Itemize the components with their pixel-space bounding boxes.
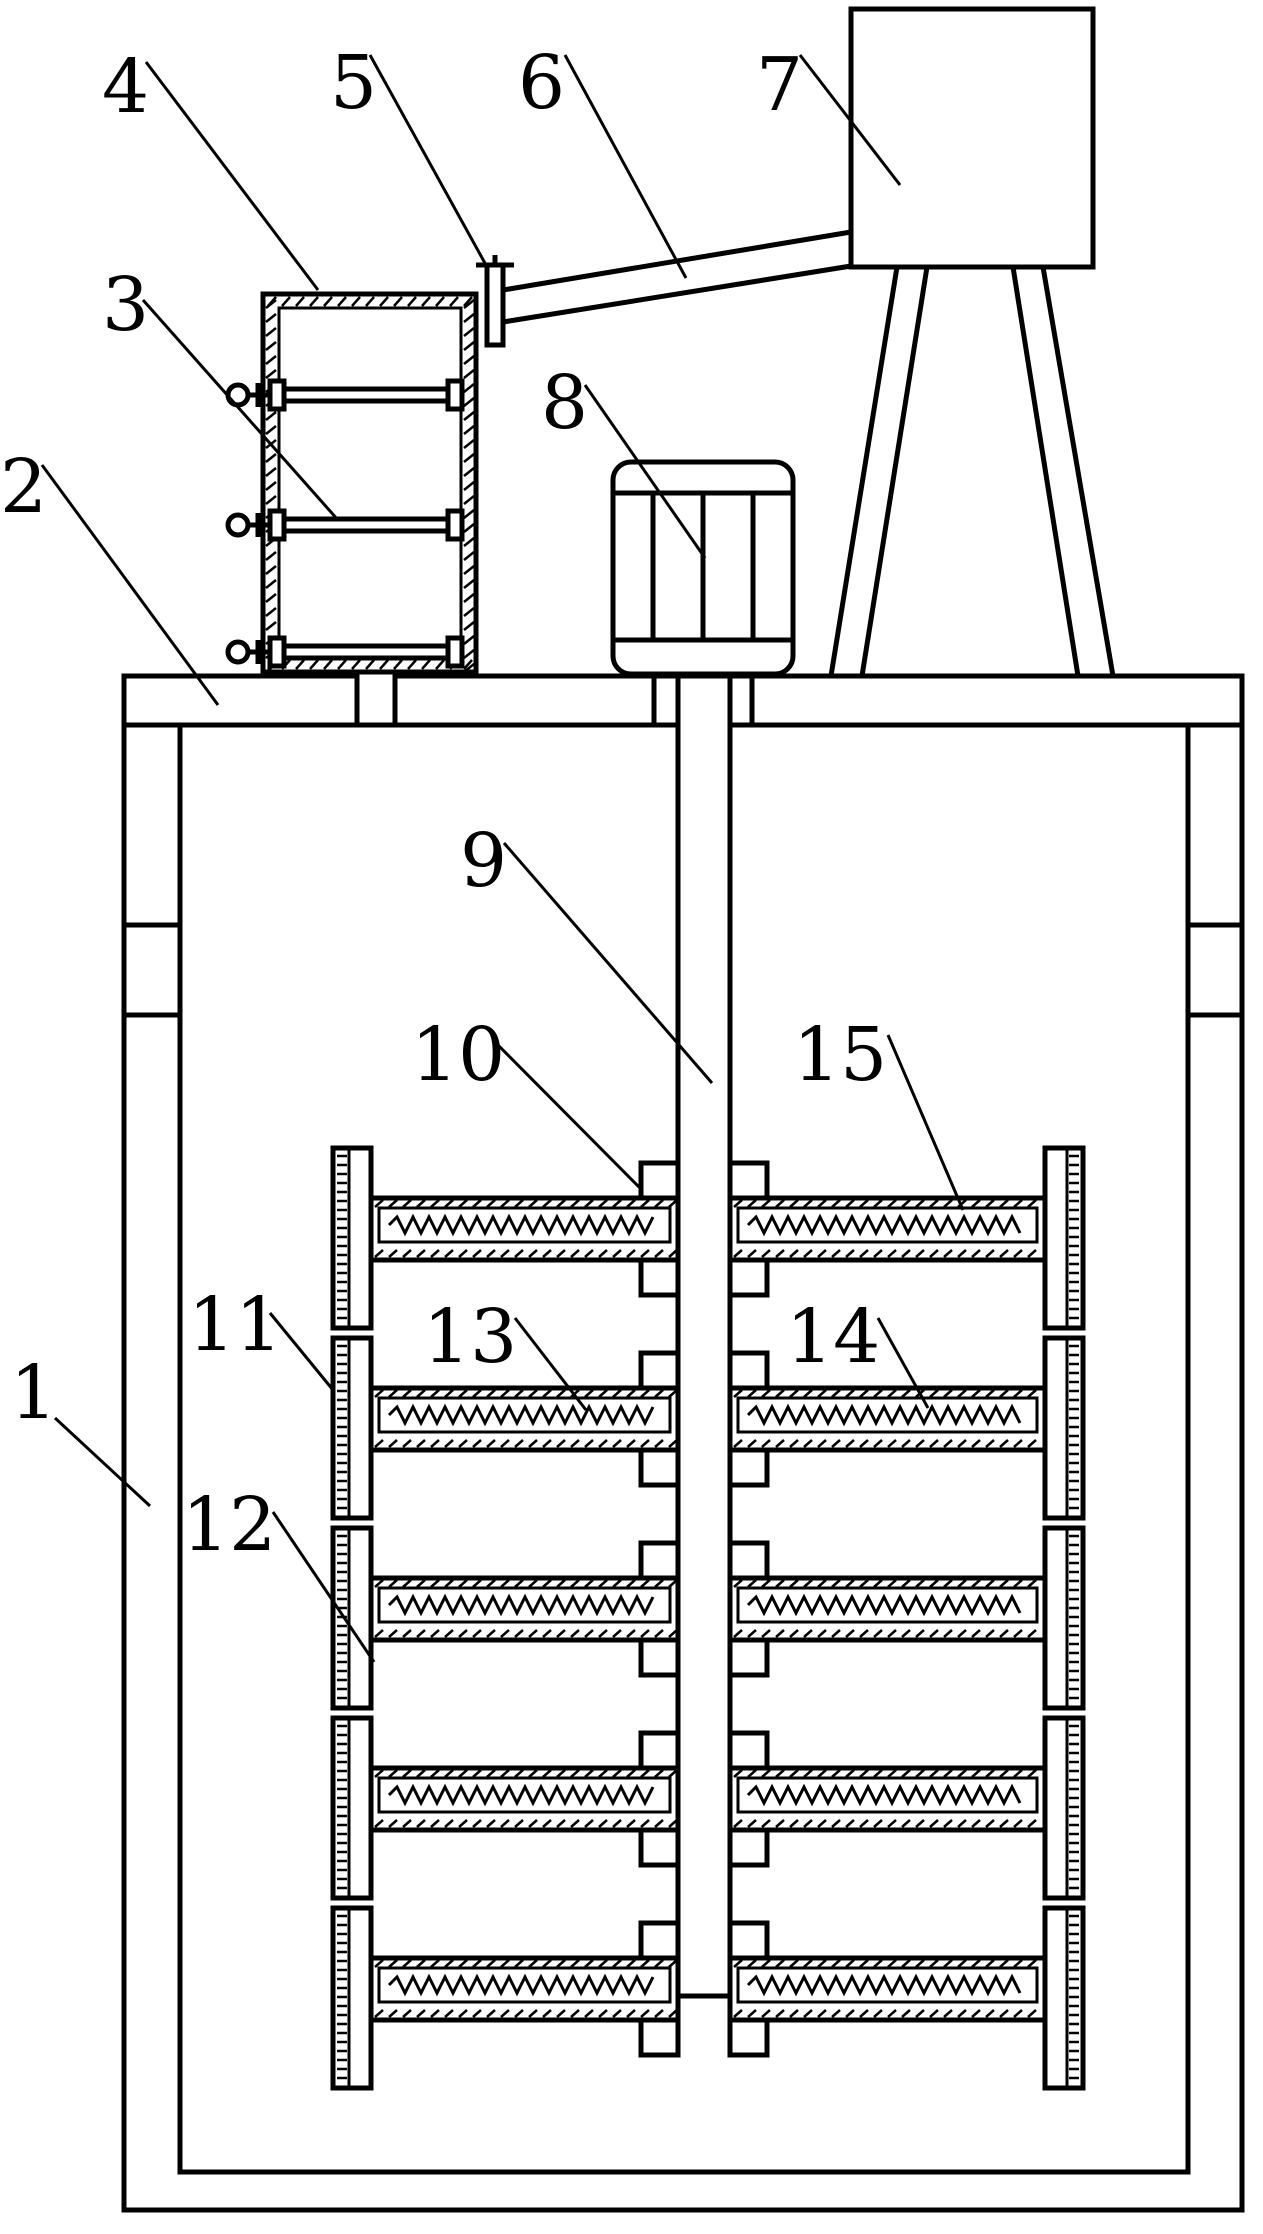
hub-block <box>727 1920 770 1961</box>
spring <box>387 1213 655 1237</box>
label-15: 15 <box>793 1012 887 1098</box>
label-4: 4 <box>102 44 149 130</box>
valve-rod <box>225 508 465 542</box>
spring <box>746 1593 1022 1617</box>
motor <box>610 459 796 677</box>
hub-block <box>727 1827 770 1868</box>
rotor-row <box>330 1525 1086 1711</box>
shaft <box>651 673 755 1999</box>
hub-block <box>727 1160 770 1201</box>
rotor-row <box>330 1145 1086 1331</box>
spring <box>746 1403 1022 1427</box>
hub-block <box>638 1920 681 1961</box>
spring <box>387 1403 655 1427</box>
hub-block <box>638 1540 681 1581</box>
reference-labels: 4 5 6 7 3 2 8 9 10 15 11 13 14 1 12 <box>0 40 887 1568</box>
leader-lines <box>40 54 965 1663</box>
valve-rod <box>225 635 465 669</box>
valve-rod <box>225 378 465 412</box>
spring <box>387 1783 655 1807</box>
label-14: 14 <box>786 1294 880 1380</box>
valve-rods <box>225 378 465 669</box>
label-10: 10 <box>411 1012 505 1098</box>
label-1: 1 <box>10 1350 57 1436</box>
spring <box>746 1783 1022 1807</box>
hub-block <box>638 1257 681 1298</box>
hub-block <box>727 1637 770 1678</box>
tank-stand <box>828 266 1116 677</box>
rotor-assemblies <box>330 1145 1086 2091</box>
label-6: 6 <box>518 40 565 126</box>
label-9: 9 <box>460 818 507 904</box>
hub-block <box>638 2017 681 2058</box>
valve-handle-icon <box>225 512 251 538</box>
spring <box>387 1593 655 1617</box>
rotor-row <box>330 1715 1086 1901</box>
valve-handle-icon <box>225 639 251 665</box>
scraper-plate <box>1042 1335 1086 1521</box>
label-5: 5 <box>330 40 377 126</box>
hub-block <box>727 1540 770 1581</box>
hub-block <box>638 1637 681 1678</box>
hub-block <box>727 1257 770 1298</box>
rotor-row <box>330 1905 1086 2091</box>
hub-block <box>638 1447 681 1488</box>
spring <box>746 1213 1022 1237</box>
valve-handle-icon <box>225 382 251 408</box>
label-3: 3 <box>102 262 149 348</box>
spring <box>746 1973 1022 1997</box>
feed-box <box>260 291 479 728</box>
label-11: 11 <box>188 1282 282 1368</box>
label-13: 13 <box>423 1294 517 1380</box>
label-7: 7 <box>756 42 803 128</box>
hub-block <box>638 1730 681 1771</box>
hub-block <box>638 1350 681 1391</box>
hub-block <box>727 1447 770 1488</box>
label-8: 8 <box>541 360 588 446</box>
storage-tank <box>848 6 1096 270</box>
label-2: 2 <box>0 444 47 530</box>
inlet-valve <box>476 255 514 348</box>
hub-block <box>727 2017 770 2058</box>
spring <box>387 1973 655 1997</box>
label-12: 12 <box>182 1482 276 1568</box>
rotor-row <box>330 1335 1086 1521</box>
hub-block <box>638 1827 681 1868</box>
hub-block <box>727 1350 770 1391</box>
hub-block <box>638 1160 681 1201</box>
feed-pipe <box>502 229 852 325</box>
hub-block <box>727 1730 770 1771</box>
